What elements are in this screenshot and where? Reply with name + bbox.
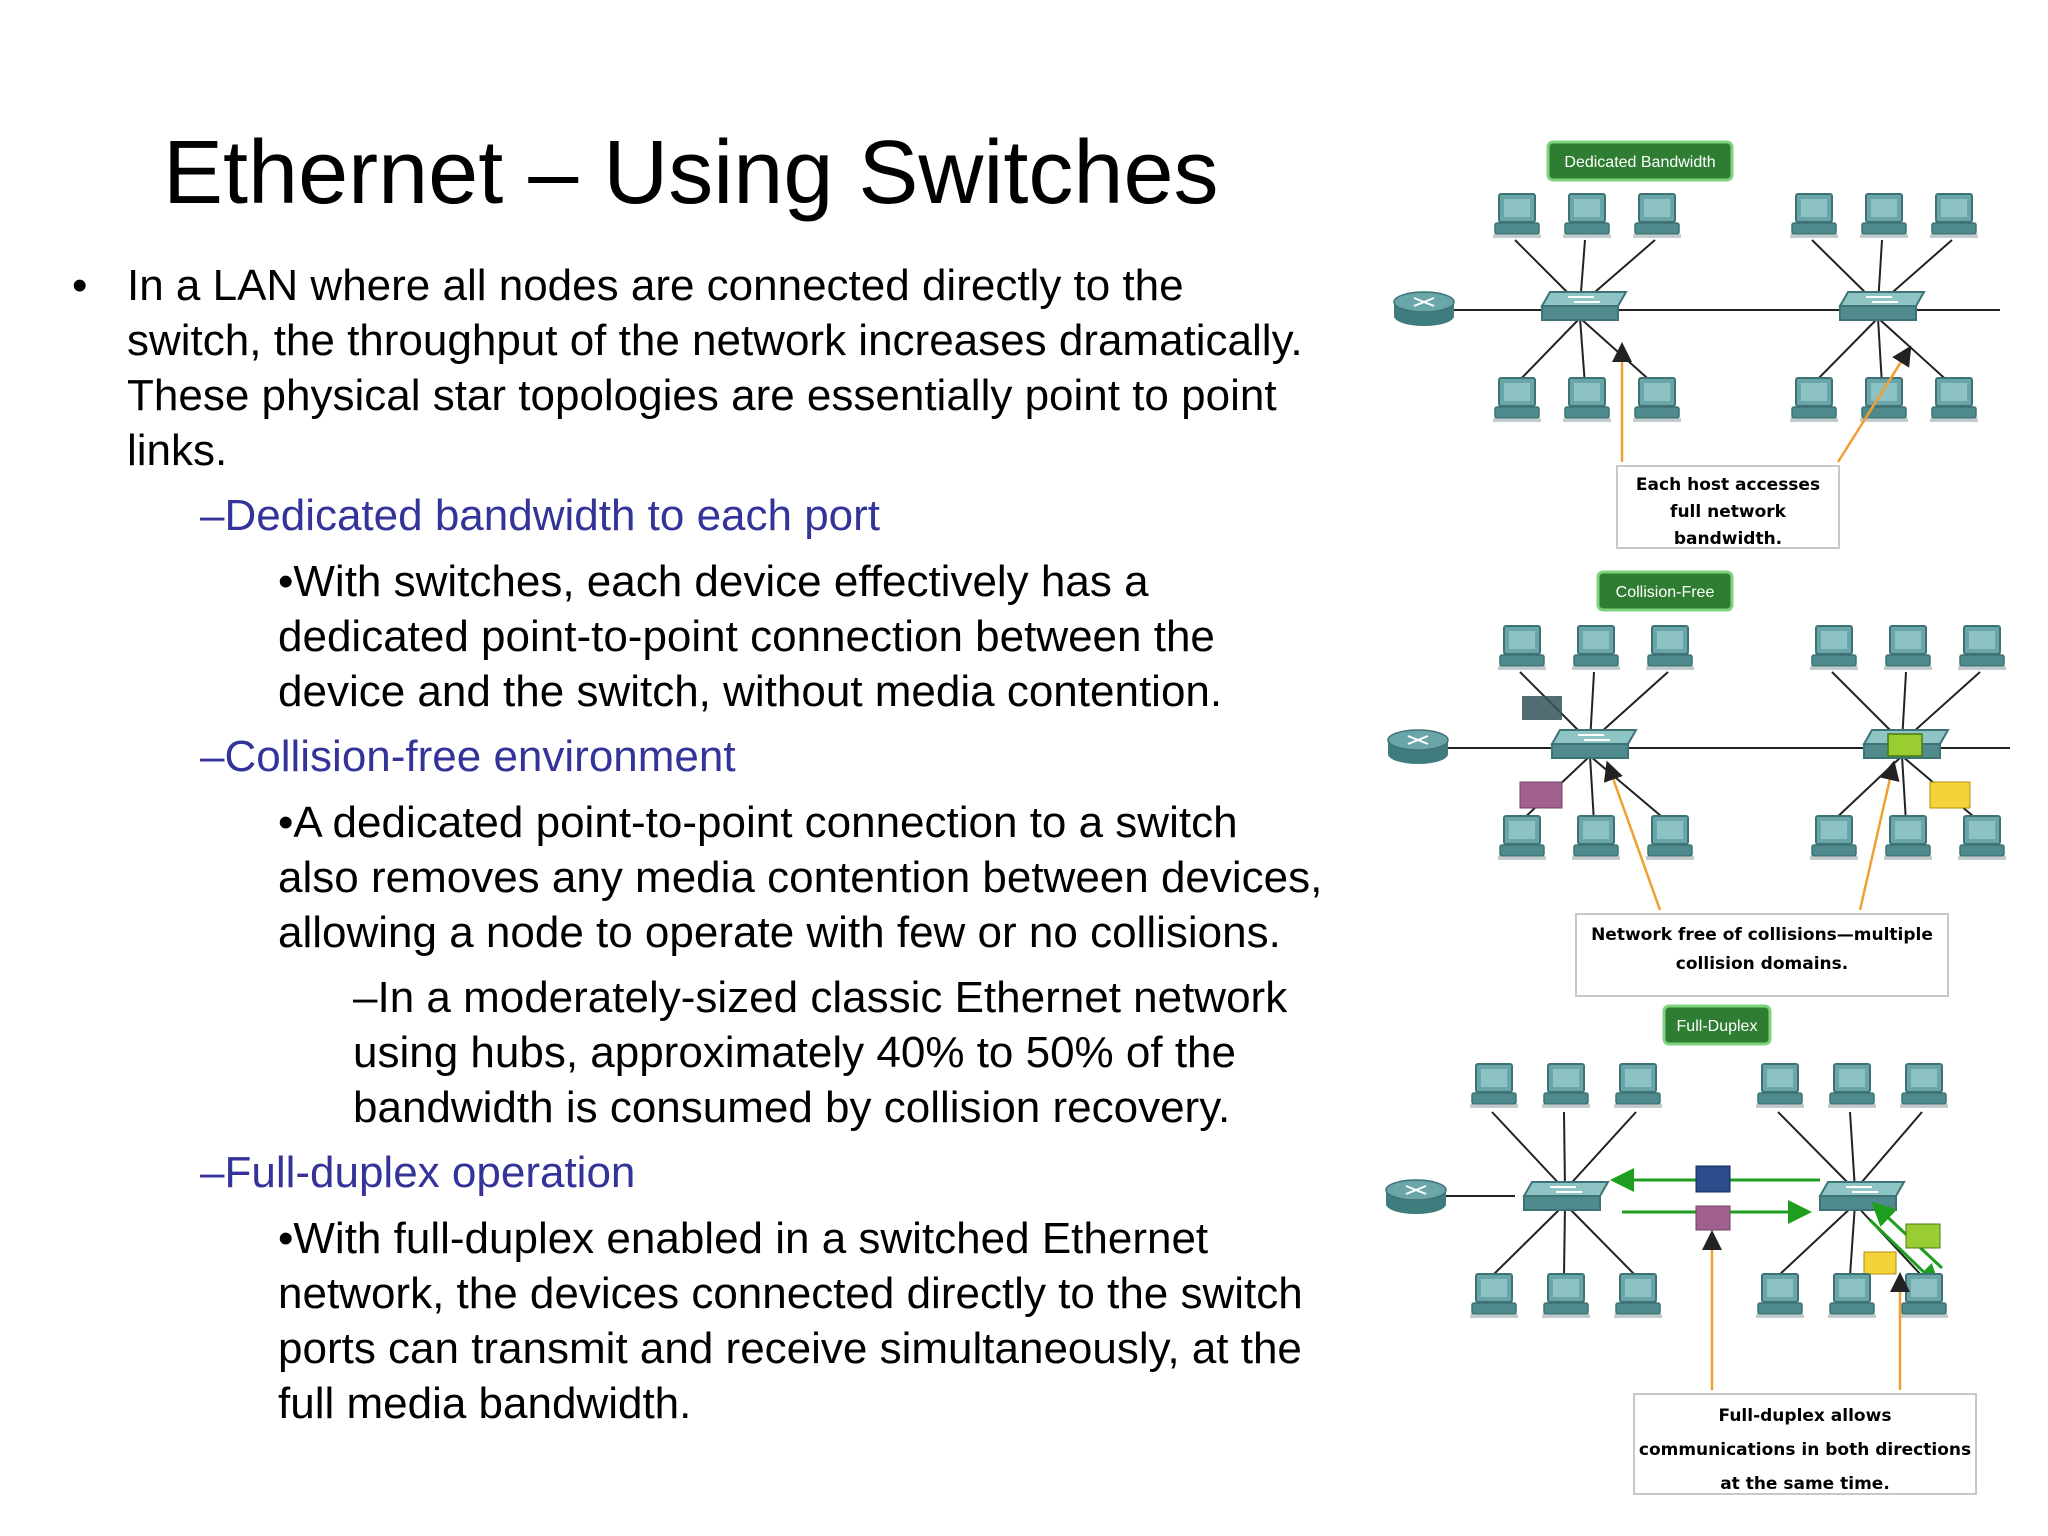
section2-sub-line-2: using hubs, approximately 40% to 50% of … <box>353 1028 1236 1077</box>
intro-line-1: In a LAN where all nodes are connected d… <box>127 261 1184 310</box>
svg-text:Full-Duplex: Full-Duplex <box>1677 1018 1758 1035</box>
svg-text:Dedicated Bandwidth: Dedicated Bandwidth <box>1564 154 1715 171</box>
diagram-full-duplex: Full-Duplex Full-duplex allows com <box>1385 1004 1977 1495</box>
section2-line-3: allowing a node to operate with few or n… <box>278 908 1281 957</box>
svg-text:at the same time.: at the same time. <box>1720 1474 1890 1494</box>
svg-text:Network free of collisions—mul: Network free of collisions—multiple <box>1591 925 1933 945</box>
section3-line-2: network, the devices connected directly … <box>278 1269 1303 1318</box>
svg-text:Each host accesses: Each host accesses <box>1636 475 1820 495</box>
section2-sub-line-3: bandwidth is consumed by collision recov… <box>353 1083 1231 1132</box>
svg-text:bandwidth.: bandwidth. <box>1674 529 1782 549</box>
svg-text:Collision-Free: Collision-Free <box>1616 584 1715 601</box>
intro-line-3: These physical star topologies are essen… <box>127 371 1277 420</box>
svg-text:full network: full network <box>1670 502 1787 522</box>
section1-line-1: •With switches, each device effectively … <box>278 557 1149 606</box>
slide-title: Ethernet – Using Switches <box>163 123 1219 223</box>
section2-line-2: also removes any media contention betwee… <box>278 853 1323 902</box>
section-heading-dedicated: –Dedicated bandwidth to each port <box>200 491 881 540</box>
tag-collision-free: Collision-Free <box>1596 570 1734 612</box>
bullet-marker: • <box>72 261 88 310</box>
svg-text:communications in both directi: communications in both directions <box>1639 1440 1971 1460</box>
svg-text:Full-duplex allows: Full-duplex allows <box>1719 1406 1892 1426</box>
intro-line-2: switch, the throughput of the network in… <box>127 316 1303 365</box>
intro-line-4: links. <box>127 426 228 475</box>
svg-text:collision domains.: collision domains. <box>1676 954 1848 974</box>
section3-line-4: full media bandwidth. <box>278 1379 692 1428</box>
diagram-collision-free: Collision-Free Network free of collision… <box>1387 570 2010 997</box>
section2-sub-line-1: –In a moderately-sized classic Ethernet … <box>353 973 1288 1022</box>
diagram-dedicated-bandwidth: Dedicated Bandwidth Each host accesses f… <box>1393 140 2000 549</box>
section2-line-1: •A dedicated point-to-point connection t… <box>278 798 1238 847</box>
section3-line-1: •With full-duplex enabled in a switched … <box>278 1214 1209 1263</box>
section-heading-collision-free: –Collision-free environment <box>200 732 736 781</box>
tag-full-duplex: Full-Duplex <box>1662 1004 1772 1046</box>
section1-line-2: dedicated point-to-point connection betw… <box>278 612 1215 661</box>
section3-line-3: ports can transmit and receive simultane… <box>278 1324 1302 1373</box>
tag-dedicated-bandwidth: Dedicated Bandwidth <box>1546 140 1734 182</box>
section1-line-3: device and the switch, without media con… <box>278 667 1223 716</box>
section-heading-full-duplex: –Full-duplex operation <box>200 1148 636 1197</box>
